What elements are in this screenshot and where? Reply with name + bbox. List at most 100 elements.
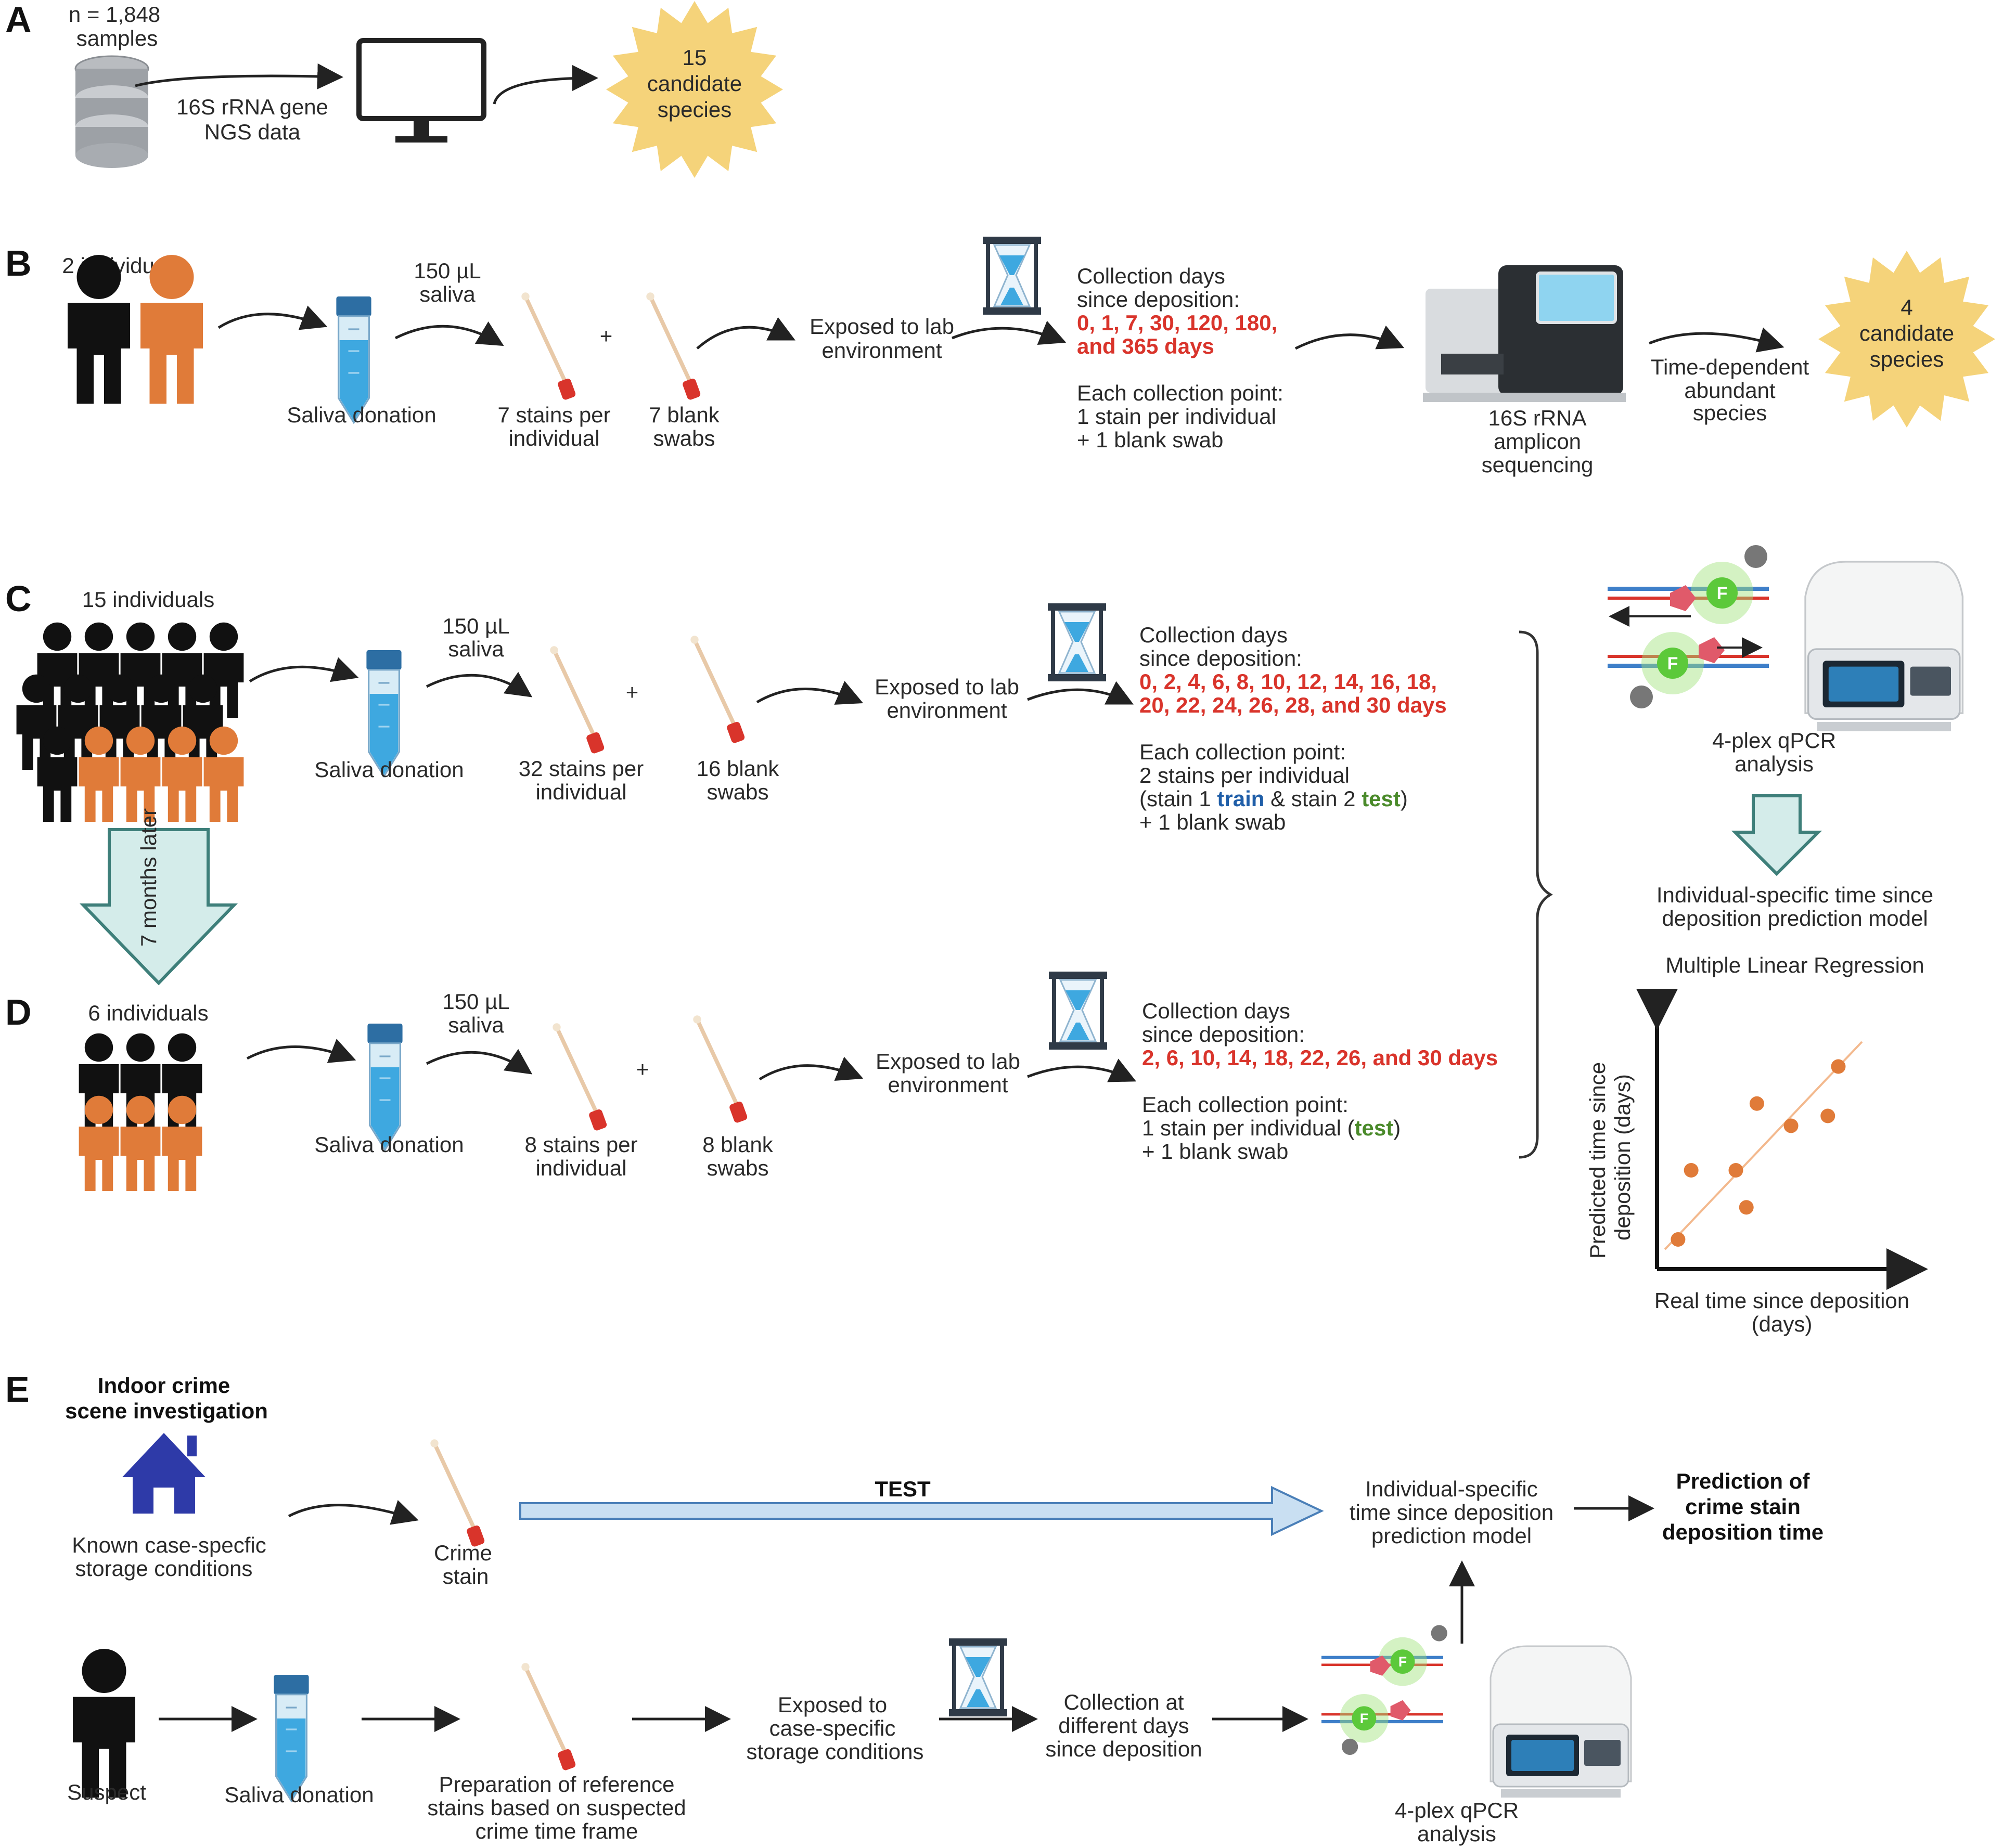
qpcr-machine-icon [1804, 561, 1964, 732]
b-td-1: Time-dependent [1651, 355, 1809, 379]
d-blank-swab [693, 1015, 748, 1123]
b-stains-1: 7 stains per [497, 403, 610, 427]
e-known-1: Known case-specfic [72, 1533, 266, 1557]
star-a-line3: species [658, 97, 731, 122]
b-seq-3: sequencing [1482, 453, 1594, 477]
b-person-orange [140, 255, 203, 404]
candidate-star-b [1818, 251, 1995, 428]
b-person-black [68, 255, 130, 404]
months-later-arrow [79, 828, 238, 986]
star-a-line2: candidate [647, 71, 742, 96]
c-each-3: (stain 1 train & stain 2 test) [1139, 786, 1408, 811]
b-vol1: 150 µL [414, 259, 481, 283]
b-coll-2: since deposition: [1077, 287, 1240, 312]
down-arrow-teal [1731, 794, 1822, 876]
d-individuals: 6 individuals [88, 1001, 208, 1025]
right-qpcr-2: analysis [1735, 752, 1814, 776]
arrow-d4 [1027, 1058, 1137, 1082]
c-each-2: 2 stains per individual [1139, 763, 1350, 787]
d-coll-2: since deposition: [1142, 1022, 1305, 1046]
arrow-b5 [1294, 325, 1405, 350]
d-each-2: 1 stain per individual (test) [1142, 1116, 1401, 1140]
ngs-label-1: 16S rRNA gene [176, 95, 328, 119]
c-each-3e: ) [1401, 786, 1408, 811]
regression-chart [1636, 989, 1928, 1290]
arrow-d3 [759, 1056, 864, 1081]
d-person [79, 1095, 119, 1191]
d-person [162, 1095, 202, 1191]
c-each-1: Each collection point: [1139, 740, 1346, 764]
c-train-label: train [1217, 786, 1264, 811]
b-td-3: species [1693, 400, 1767, 425]
c-person [203, 726, 244, 822]
c-stains-1: 32 stains per [519, 756, 644, 781]
e-col-3: since deposition [1045, 1737, 1202, 1761]
d-hourglass-icon [1048, 971, 1108, 1051]
c-person [120, 622, 161, 718]
arrow-c3 [756, 681, 864, 705]
x-axis-label-1: Real time since deposition [1654, 1288, 1909, 1313]
data-point [1831, 1059, 1846, 1074]
e-known-2: storage conditions [75, 1556, 253, 1581]
b-each-3: + 1 blank swab [1077, 428, 1223, 452]
c-person [99, 674, 140, 770]
d-stains-2: individual [535, 1156, 626, 1180]
c-plus: + [626, 680, 639, 704]
curly-brace [1519, 630, 1553, 1159]
c-individuals: 15 individuals [82, 587, 215, 612]
right-qpcr-1: 4-plex qPCR [1712, 728, 1836, 753]
c-exposed-1: Exposed to lab [875, 675, 1019, 699]
d-exposed-2: environment [888, 1072, 1008, 1097]
e-stain-1: Crime [434, 1541, 492, 1565]
e-col-2: different days [1058, 1713, 1189, 1738]
y-axis-label-1: Predicted time since [1585, 1062, 1610, 1259]
c-blank-swab [690, 636, 746, 744]
arrow-b4 [952, 320, 1067, 345]
d-donation: Saliva donation [314, 1132, 464, 1157]
b-td-2: abundant [1684, 378, 1776, 403]
arrow-c1 [249, 657, 359, 683]
data-point [1684, 1163, 1699, 1178]
x-axis-label-2: (days) [1752, 1312, 1813, 1336]
right-model-1: Individual-specific time since [1657, 883, 1933, 907]
b-days-2: and 365 days [1077, 334, 1214, 358]
c-person [37, 622, 78, 718]
e-crime-swab [430, 1439, 485, 1547]
arrow-c4 [1027, 681, 1134, 705]
e-model-3: prediction model [1371, 1523, 1532, 1548]
ngs-label-2: NGS data [204, 120, 301, 144]
b-vol2: saliva [419, 282, 476, 306]
d-saliva-tube [366, 1023, 404, 1151]
b-plus: + [600, 324, 613, 348]
b-coll-1: Collection days [1077, 264, 1225, 288]
test-label: TEST [875, 1477, 931, 1501]
e-model-1: Individual-specific [1365, 1477, 1538, 1501]
d-days-1: 2, 6, 10, 14, 18, 22, 26, and 30 days [1142, 1045, 1498, 1070]
arrow-d2 [426, 1049, 533, 1075]
panel-label-c: C [5, 578, 32, 619]
trend-line [1664, 1041, 1863, 1250]
e-crime-1: Indoor crime [98, 1373, 230, 1398]
sample-label: samples [76, 26, 158, 50]
monitor-icon [356, 38, 486, 143]
chart-title: Multiple Linear Regression [1665, 953, 1924, 977]
c-person [16, 674, 57, 770]
c-stain-swab [550, 646, 605, 754]
star-b-line2: candidate [1859, 321, 1954, 345]
sequencer-icon [1423, 265, 1626, 402]
e-exp-1: Exposed to [778, 1692, 887, 1717]
panel-label-a: A [5, 0, 32, 40]
star-b-line1: 4 [1901, 295, 1912, 319]
e-stain-2: stain [443, 1564, 489, 1588]
d-vol1: 150 µL [442, 989, 509, 1014]
e-crime-2: scene investigation [65, 1399, 268, 1423]
c-test-label: test [1362, 786, 1401, 811]
c-coll-1: Collection days [1139, 623, 1288, 647]
e-pred-2: crime stain [1685, 1494, 1801, 1519]
e-col-1: Collection at [1063, 1690, 1184, 1714]
e-suspect: Suspect [67, 1780, 146, 1804]
b-hourglass-icon [982, 236, 1042, 316]
b-stain-swab [521, 292, 576, 400]
b-each-2: 1 stain per individual [1077, 404, 1276, 429]
d-vol2: saliva [448, 1013, 504, 1037]
